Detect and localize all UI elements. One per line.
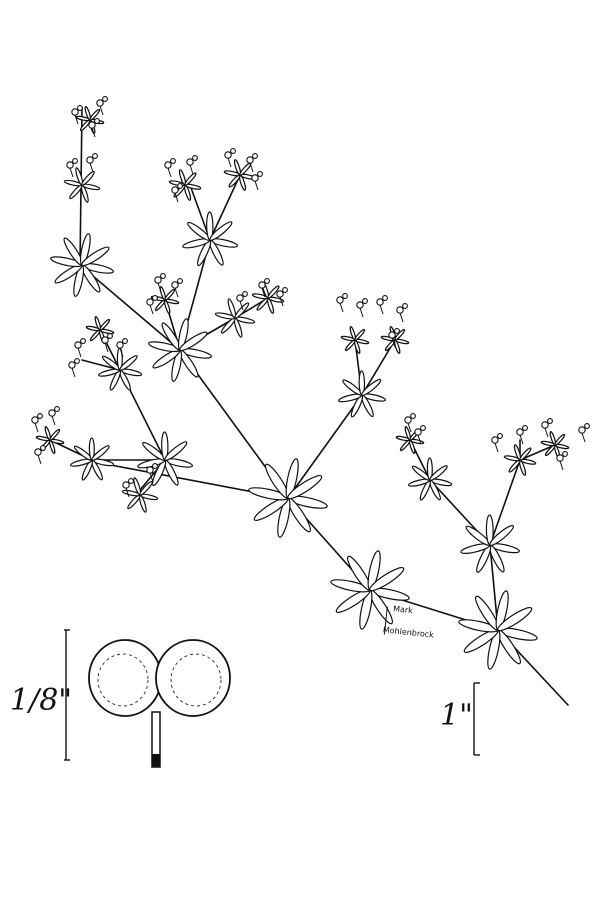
leaf-whorl: [540, 431, 570, 459]
flower-cluster: [171, 183, 183, 203]
flower-cluster: [122, 478, 134, 498]
flower-cluster: [146, 463, 158, 483]
leaf-whorl: [137, 431, 194, 487]
leaf-whorl: [50, 233, 114, 297]
flower-cluster: [541, 418, 553, 438]
flower-cluster: [396, 303, 408, 323]
scale-large: 1": [440, 682, 480, 756]
flower-cluster: [556, 451, 568, 471]
flower-cluster: [516, 425, 528, 445]
leaf-whorl: [63, 167, 101, 203]
flower-cluster: [146, 295, 158, 315]
flower-cluster: [251, 171, 263, 191]
stem: [361, 339, 396, 396]
flower-cluster: [376, 295, 388, 315]
flower-cluster: [34, 445, 46, 465]
svg-text:Mark: Mark: [393, 604, 414, 615]
flower-cluster: [71, 105, 83, 125]
flower-cluster: [164, 158, 176, 178]
stem: [287, 394, 363, 499]
flower-cluster: [86, 153, 98, 173]
flower-cluster: [388, 328, 400, 348]
leaf-whorl: [503, 444, 537, 476]
stem: [209, 174, 241, 241]
leaf-whorl: [251, 282, 285, 314]
leaf-whorl: [458, 590, 538, 670]
flower-cluster: [224, 148, 236, 168]
flower-cluster: [186, 155, 198, 175]
flower-cluster: [578, 423, 590, 443]
fruit-detail: 1/8": [10, 629, 231, 768]
stem: [79, 264, 181, 351]
svg-text:Mohlenbrock: Mohlenbrock: [382, 625, 434, 639]
leaf-whorl: [214, 298, 256, 338]
flower-cluster: [356, 298, 368, 318]
leaf-whorl: [248, 458, 328, 538]
leaf-whorl: [408, 457, 453, 501]
flower-cluster: [68, 358, 80, 378]
flower-cluster: [48, 406, 60, 426]
flower-cluster: [258, 278, 270, 298]
leaf-whorl: [338, 370, 387, 418]
leaf-whorl: [85, 316, 115, 344]
flower-cluster: [101, 333, 113, 353]
stem: [489, 459, 521, 546]
leaf-whorl: [330, 550, 410, 630]
flower-cluster: [116, 338, 128, 358]
flower-cluster: [246, 153, 258, 173]
flower-cluster: [74, 338, 86, 358]
leaf-whorl: [98, 347, 143, 391]
flower-cluster: [236, 291, 248, 311]
leaf-whorl: [182, 211, 239, 267]
flower-cluster: [414, 425, 426, 445]
leaf-whorl: [70, 437, 115, 481]
plant-drawing: [31, 96, 590, 706]
fruit-lobe-left: [88, 639, 162, 717]
stem: [519, 444, 556, 461]
scale-label-small: 1/8": [10, 683, 72, 718]
flower-cluster: [154, 273, 166, 293]
fruit-lobe-right: [155, 639, 231, 717]
flower-cluster: [88, 118, 100, 138]
leaf-whorl: [223, 159, 257, 191]
leaf-whorl: [148, 318, 212, 382]
flower-cluster: [404, 413, 416, 433]
flower-cluster: [31, 413, 43, 433]
flower-cluster: [491, 433, 503, 453]
flower-cluster: [96, 96, 108, 116]
flower-cluster: [171, 278, 183, 298]
leaf-whorl: [340, 326, 370, 354]
flower-cluster: [66, 158, 78, 178]
leaf-whorl: [168, 169, 202, 201]
flower-cluster: [276, 287, 288, 307]
flower-cluster: [336, 293, 348, 313]
leaf-whorl: [460, 514, 520, 573]
scale-label-large: 1": [440, 698, 473, 733]
